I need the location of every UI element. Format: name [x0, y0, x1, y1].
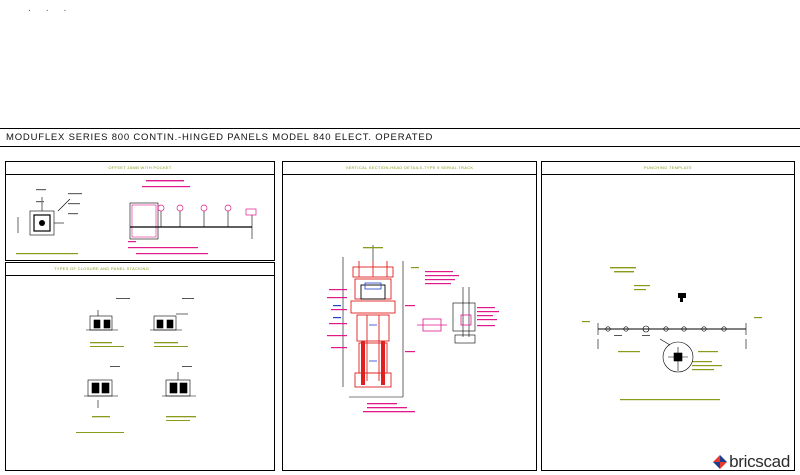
panel-offset-jamb: OFFSET JAMB WITH POCKET	[5, 161, 275, 261]
panel-header: VERTICAL SECTION-HEAD DETAILS-TYPE 9 SER…	[283, 162, 536, 175]
panel-header: PUNCHING TEMPLATE	[542, 162, 794, 175]
bricscad-logo: bricscad	[711, 452, 790, 471]
bricscad-logo-icon	[713, 455, 728, 469]
drawing-sheet: MODUFLEX SERIES 800 CONTIN.-HINGED PANEL…	[0, 128, 800, 475]
panel-header: TYPES OF CLOSURE AND PANEL STACKING	[6, 263, 274, 276]
corner-marks: . . .	[28, 4, 73, 14]
panel-types-closure: TYPES OF CLOSURE AND PANEL STACKING	[5, 262, 275, 471]
closure-types-drawing	[76, 298, 196, 433]
panel-header: OFFSET JAMB WITH POCKET	[6, 162, 274, 175]
bricscad-logo-text: bricscad	[729, 452, 790, 471]
panel-vertical-section: VERTICAL SECTION-HEAD DETAILS-TYPE 9 SER…	[282, 161, 537, 471]
panel-title-punching-template: PUNCHING TEMPLATE	[643, 165, 693, 170]
sheet-title: MODUFLEX SERIES 800 CONTIN.-HINGED PANEL…	[6, 132, 434, 143]
panel-punching-template: PUNCHING TEMPLATE	[541, 161, 795, 471]
vertical-section-drawing	[327, 245, 499, 413]
offset-jamb-drawing	[16, 180, 257, 255]
panel-title-vertical-section: VERTICAL SECTION-HEAD DETAILS-TYPE 9 SER…	[345, 165, 474, 170]
punching-template-drawing	[582, 267, 762, 401]
panel-title-types-closure: TYPES OF CLOSURE AND PANEL STACKING	[54, 266, 150, 271]
panel-title-offset-jamb: OFFSET JAMB WITH POCKET	[108, 165, 172, 170]
title-bar: MODUFLEX SERIES 800 CONTIN.-HINGED PANEL…	[0, 129, 800, 147]
